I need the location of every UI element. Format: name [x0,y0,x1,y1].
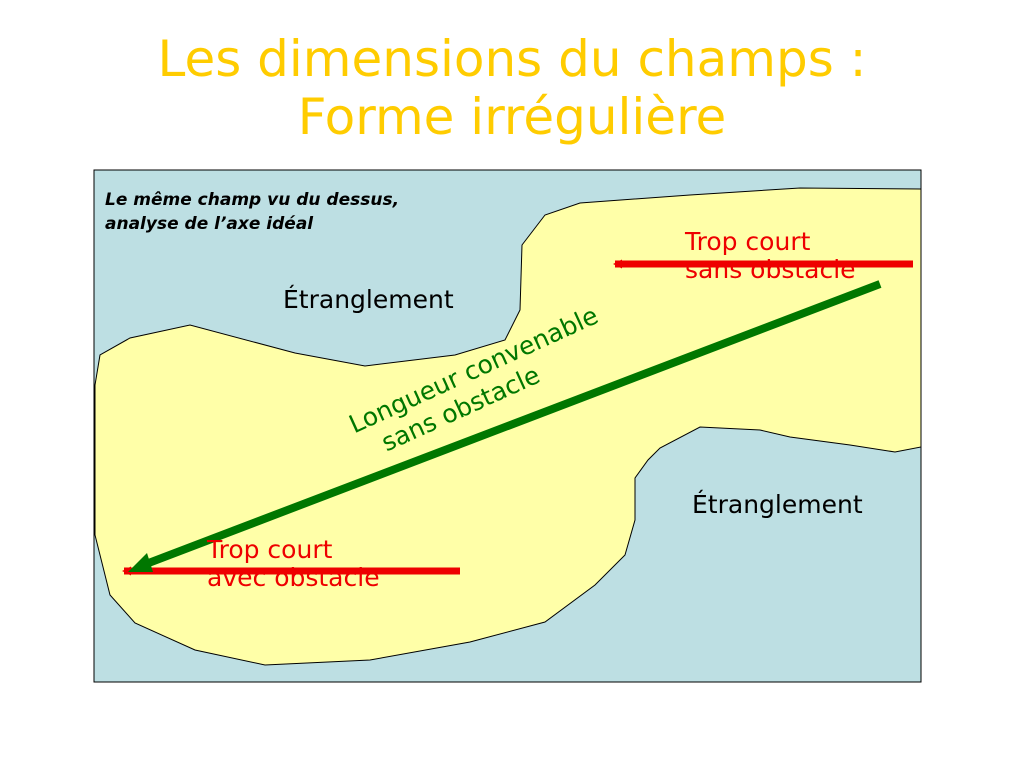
label-too-short-with-obstacle-line-1: Trop court [207,535,333,564]
green-arrow-head [128,553,153,572]
caption-line-2: analyse de l’axe idéal [105,214,314,234]
slide-title: Les dimensions du champs : Forme irrégul… [0,30,1024,146]
label-too-short-no-obstacle: Trop court sans obstacle [685,228,856,284]
label-too-short-with-obstacle: Trop court avec obstacle [207,536,380,592]
diagram-caption: Le même champ vu du dessus, analyse de l… [105,188,399,236]
label-too-short-no-obstacle-line-2: sans obstacle [685,255,856,284]
label-strangulation-bottom: Étranglement [692,490,863,519]
label-strangulation-top: Étranglement [283,285,454,314]
title-line-2: Forme irrégulière [297,88,727,146]
label-too-short-with-obstacle-line-2: avec obstacle [207,563,380,592]
caption-line-1: Le même champ vu du dessus, [105,190,400,210]
green-arrow-shaft [144,280,882,568]
title-line-1: Les dimensions du champs : [157,30,867,88]
label-too-short-no-obstacle-line-1: Trop court [685,227,811,256]
